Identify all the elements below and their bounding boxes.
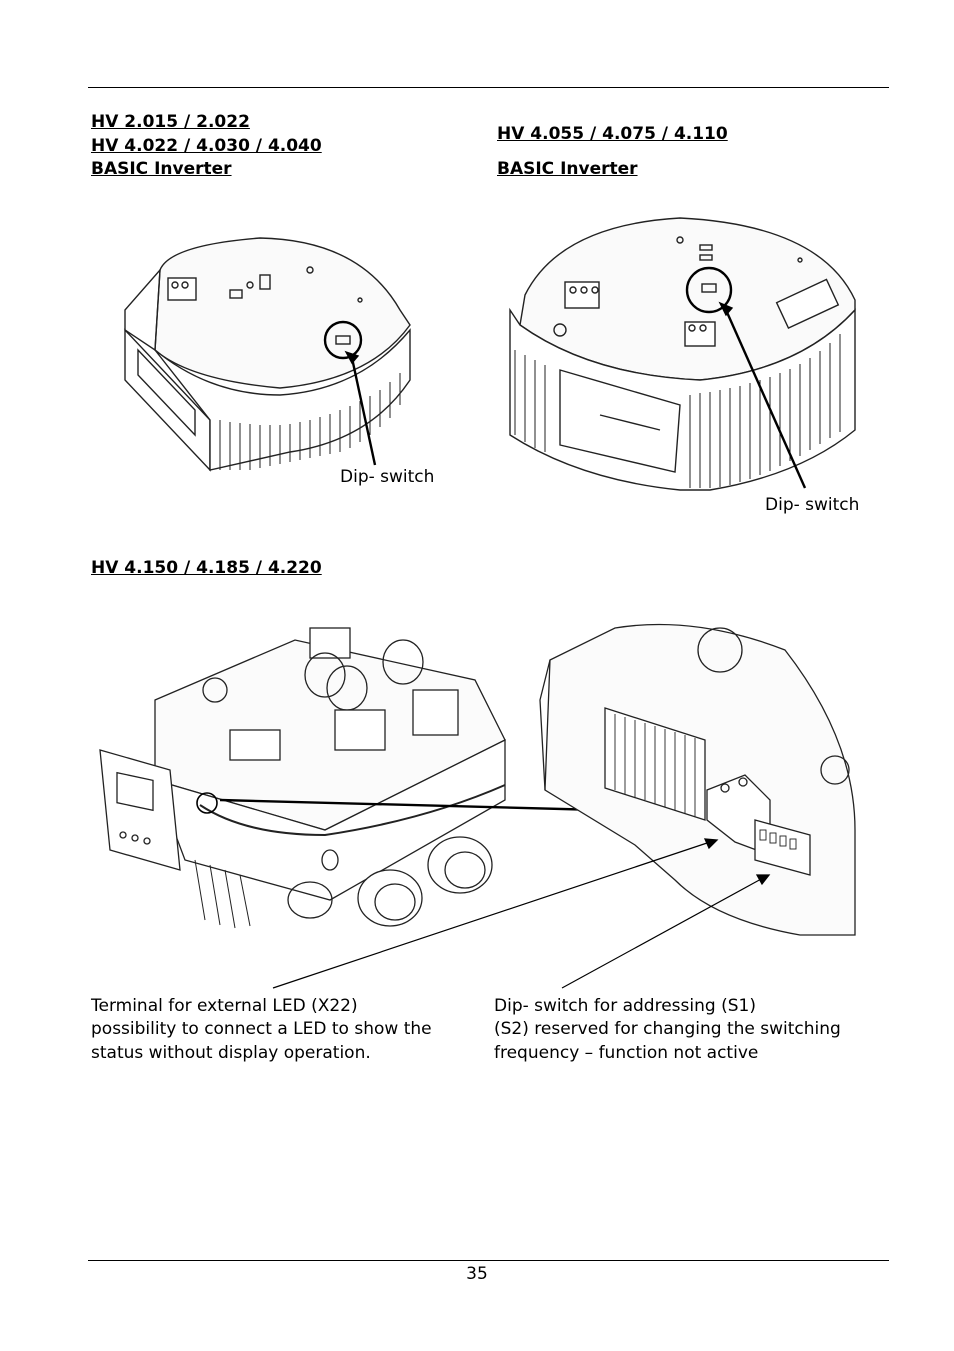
caption-dip-line-1: Dip- switch for addressing (S1) (494, 996, 756, 1016)
caption-terminal-line-1: Terminal for external LED (X22) (91, 996, 358, 1016)
top-rule (88, 87, 889, 88)
inverter-medium-illustration (500, 210, 865, 495)
caption-dip-line-2: (S2) reserved for changing the switching (494, 1019, 841, 1039)
inverter-large-illustration (95, 620, 865, 1000)
bottom-rule (88, 1260, 889, 1261)
heading-bottom: HV 4.150 / 4.185 / 4.220 (91, 558, 322, 578)
heading-left-line-2: HV 4.022 / 4.030 / 4.040 (91, 136, 322, 156)
inverter-small-illustration (110, 230, 450, 490)
heading-left-line-3: BASIC Inverter (91, 159, 232, 179)
dip-switch-label-right: Dip- switch (765, 495, 860, 515)
heading-left-line-1: HV 2.015 / 2.022 (91, 112, 250, 132)
caption-terminal-line-2: possibility to connect a LED to show the (91, 1019, 432, 1039)
heading-right-line-1: HV 4.055 / 4.075 / 4.110 (497, 124, 728, 144)
caption-dip-line-3: frequency – function not active (494, 1043, 759, 1063)
heading-right-line-2: BASIC Inverter (497, 159, 638, 179)
caption-terminal-line-3: status without display operation. (91, 1043, 371, 1063)
dip-switch-label-left: Dip- switch (340, 467, 435, 487)
page-number: 35 (466, 1264, 488, 1284)
